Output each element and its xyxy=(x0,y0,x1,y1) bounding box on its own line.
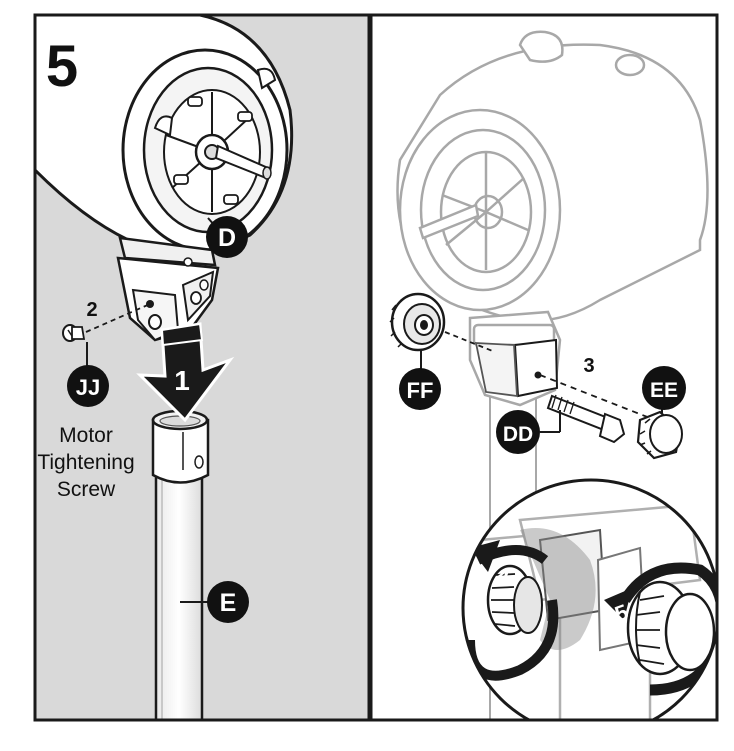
bolt-axis-right xyxy=(539,374,656,421)
pole-e xyxy=(154,458,204,720)
zoom-right-knob xyxy=(626,580,716,676)
svg-text:FF: FF xyxy=(407,378,434,403)
insert-arrow xyxy=(136,322,235,423)
svg-text:DD: DD xyxy=(503,423,533,446)
svg-text:Motor: Motor xyxy=(59,424,113,447)
svg-text:E: E xyxy=(220,589,237,617)
step-1-label: 1 xyxy=(174,365,190,396)
part-label-e: E xyxy=(207,581,249,623)
pole-collar xyxy=(151,409,210,484)
svg-text:JJ: JJ xyxy=(76,375,100,400)
bolt-dd xyxy=(540,394,626,444)
step-number: 5 xyxy=(46,34,78,99)
svg-text:D: D xyxy=(218,224,236,252)
part-label-ff: FF xyxy=(399,368,441,410)
step-2-label: 2 xyxy=(86,299,97,321)
faded-motor-housing xyxy=(396,30,709,323)
svg-text:Screw: Screw xyxy=(57,478,116,501)
svg-text:Tightening: Tightening xyxy=(37,451,134,474)
motor-screw-caption: Motor Tightening Screw xyxy=(37,424,134,501)
rotate-arrow-right xyxy=(604,562,717,696)
svg-text:EE: EE xyxy=(650,379,678,402)
right-panel: 3 xyxy=(371,15,717,720)
motor-housing-d xyxy=(35,15,294,253)
right-panel-frame xyxy=(369,13,719,722)
part-label-ee: EE xyxy=(642,366,686,410)
part-label-d: D xyxy=(206,216,248,258)
motor-bracket xyxy=(116,236,220,342)
left-panel: 5 1 2 D JJ E Motor Tightening Screw xyxy=(35,15,369,720)
zoom-left-knob xyxy=(486,564,543,636)
left-panel-frame xyxy=(33,13,371,722)
hinge-block xyxy=(474,338,559,398)
nut-knob-ee xyxy=(636,400,683,460)
washer-knob-ff xyxy=(389,292,446,370)
step-3-label: 3 xyxy=(583,355,594,377)
screw-jj xyxy=(62,303,151,375)
part-label-dd: DD xyxy=(496,410,540,454)
part-label-jj: JJ xyxy=(67,365,109,407)
